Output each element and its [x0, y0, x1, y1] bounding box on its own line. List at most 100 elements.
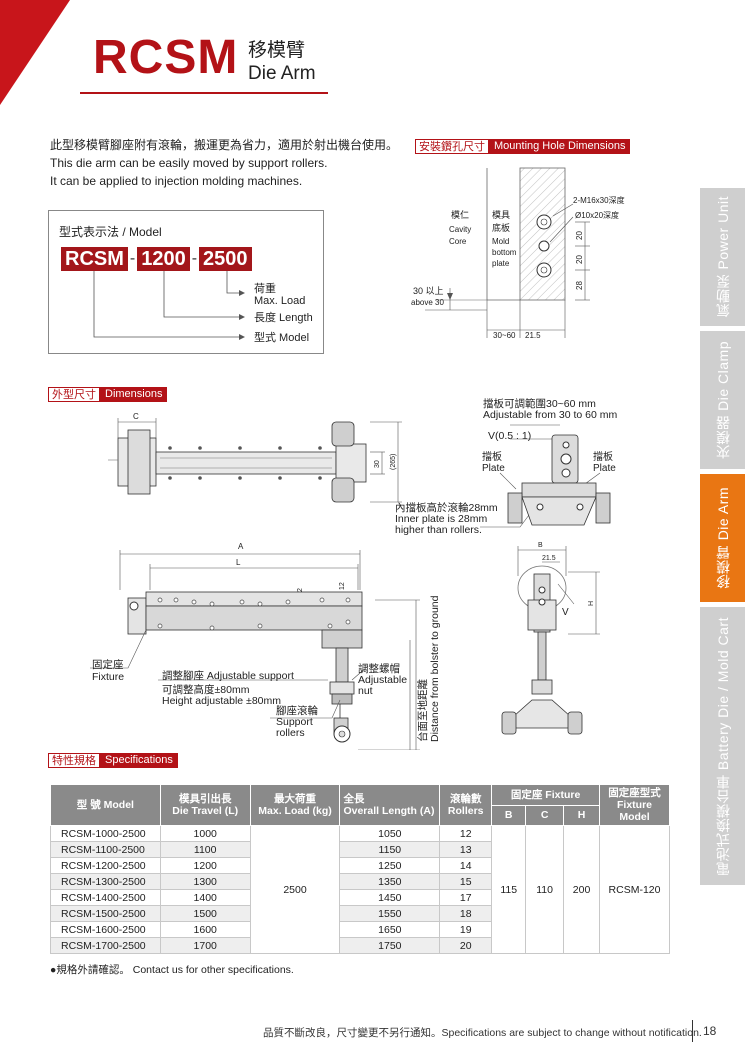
- dim-b: B: [538, 542, 543, 549]
- plate-en2: bottom: [492, 248, 517, 257]
- cell-length: 1450: [339, 889, 441, 906]
- cell-length: 1550: [339, 905, 441, 922]
- tab-die-arm[interactable]: 移模臂 Die Arm: [700, 474, 745, 602]
- cell-rollers: 17: [439, 889, 493, 906]
- cell-length: 1750: [339, 937, 441, 954]
- table-row: RCSM-1000-2500 1000 2500 1050 12 115 110…: [50, 825, 670, 954]
- hole-spec-2: Ø10x20深度: [575, 210, 619, 220]
- cell-length: 1150: [339, 841, 441, 858]
- dim-l: L: [236, 558, 241, 567]
- model-code-box: 型式表示法 / Model RCSM - 1200 - 2500 荷重 Max.…: [48, 210, 324, 354]
- cell-rollers: 15: [439, 873, 493, 890]
- plate-right-label: 擋板 Plate: [593, 452, 616, 474]
- plate-en3: plate: [492, 259, 510, 268]
- dim-h: H: [588, 601, 595, 606]
- col-model: 型 號 Model: [50, 784, 161, 826]
- tab-label: 夾模器 Die Clamp: [714, 341, 731, 459]
- model-code-length: 1200: [137, 247, 190, 271]
- plate-detail-drawing: [480, 424, 611, 528]
- dim-21-5-end: 21.5: [542, 555, 556, 562]
- tab-power-unit[interactable]: 氣動泵 Power Unit: [700, 188, 745, 326]
- cell-rollers: 18: [439, 905, 493, 922]
- mounting-section-label: 安裝鑽孔尺寸 Mounting Hole Dimensions: [415, 139, 631, 154]
- tab-battery-die-cart[interactable]: 電池式換模台車 Battery Die / Mold Cart: [700, 607, 745, 885]
- tab-label: 氣動泵 Power Unit: [714, 196, 731, 318]
- top-view-drawing: C 30 (265): [108, 412, 402, 503]
- roller-en2: rollers: [276, 727, 305, 739]
- nut-en2: nut: [358, 685, 373, 697]
- cell-model: RCSM-1100-2500: [50, 841, 161, 858]
- inner-cn: 內擋板高於滾輪28mm: [395, 502, 498, 514]
- cell-rollers: 20: [439, 937, 493, 954]
- inner-en2: higher than rollers.: [395, 524, 482, 536]
- plate-cn: 模具: [492, 210, 510, 220]
- inner-plate-label: 內擋板高於滾輪28mm Inner plate is 28mm higher t…: [395, 503, 498, 536]
- ground-label: 台面至地距離: [417, 572, 429, 742]
- intro-en-1: This die arm can be easily moved by supp…: [50, 156, 328, 170]
- model-code-series: RCSM: [61, 247, 128, 271]
- table-row: RCSM-1700-2500 1700 1750 20: [50, 937, 670, 954]
- cell-length: 1050: [339, 825, 441, 842]
- title-underline: [80, 92, 328, 94]
- dim-30-top: 30: [374, 460, 381, 468]
- end-view-drawing: B 21.5 H V: [501, 542, 600, 735]
- plate-left-en: Plate: [482, 463, 505, 474]
- specs-label-en: Specifications: [100, 753, 178, 768]
- model-code-sep: -: [191, 250, 198, 267]
- cavity-en1: Cavity: [449, 225, 471, 234]
- cell-rollers: 13: [439, 841, 493, 858]
- cell-travel: 1200: [159, 857, 251, 874]
- dimensions-label-cn: 外型尺寸: [48, 387, 100, 402]
- cell-rollers: 12: [439, 825, 493, 842]
- mounting-label-en: Mounting Hole Dimensions: [489, 139, 631, 154]
- legend-load-cn: 荷重: [254, 283, 276, 295]
- plate-left-label: 擋板 Plate: [482, 452, 505, 474]
- tab-label: 移模臂 Die Arm: [714, 487, 731, 589]
- inner-en1: Inner plate is 28mm: [395, 513, 488, 525]
- dimensions-section-label: 外型尺寸 Dimensions: [48, 387, 168, 402]
- cell-load: 2500: [249, 825, 341, 954]
- cell-c: 110: [525, 825, 565, 954]
- adjustable-range-label: 擋板可調範圍30~60 mm Adjustable from 30 to 60 …: [483, 399, 617, 421]
- page-title-en: Die Arm: [248, 63, 316, 84]
- ground-en: Distance from bolster to ground: [429, 595, 441, 743]
- mounting-label-cn: 安裝鑽孔尺寸: [415, 139, 489, 154]
- fixture-cn: 固定座: [92, 659, 124, 671]
- tab-die-clamp[interactable]: 夾模器 Die Clamp: [700, 331, 745, 469]
- cell-model: RCSM-1600-2500: [50, 921, 161, 938]
- plate-cn2: 底板: [492, 222, 510, 233]
- dim-21-5: 21.5: [525, 331, 541, 340]
- cell-travel: 1700: [159, 937, 251, 954]
- dim-265: (265): [390, 454, 397, 470]
- page-title: RCSM: [93, 31, 239, 84]
- specs-label-cn: 特性規格: [48, 753, 100, 768]
- footer-note: 品質不斷改良，尺寸變更不另行通知。Specifications are subj…: [263, 1027, 702, 1039]
- cell-model: RCSM-1300-2500: [50, 873, 161, 890]
- model-code-sep: -: [129, 250, 136, 267]
- fixture-label: 固定座 Fixture: [92, 659, 124, 683]
- col-b: B: [491, 804, 527, 826]
- cell-travel: 1500: [159, 905, 251, 922]
- col-c: C: [525, 804, 565, 826]
- cavity-cn: 模仁: [451, 209, 469, 220]
- plate-en1: Mold: [492, 237, 509, 246]
- fixture-en: Fixture: [92, 671, 125, 683]
- dim-c: C: [133, 412, 139, 421]
- ground-cn: 台面至地距離: [417, 679, 429, 742]
- nut-label: 調整螺帽 Adjustable nut: [358, 664, 407, 697]
- cell-model: RCSM-1700-2500: [50, 937, 161, 954]
- plate-right-cn: 擋板: [593, 452, 613, 463]
- hole-spec-1: 2-M16x30深度: [573, 195, 625, 205]
- mounting-hole-drawing: 2-M16x30深度 Ø10x20深度 模仁 Cavity Core 模具 底板…: [411, 167, 625, 340]
- cell-length: 1650: [339, 921, 441, 938]
- cell-length: 1350: [339, 873, 441, 890]
- cell-b: 115: [491, 825, 527, 954]
- cell-model: RCSM-1500-2500: [50, 905, 161, 922]
- above-en: above 30: [411, 298, 444, 307]
- cell-travel: 1300: [159, 873, 251, 890]
- dim-v2: 20: [575, 255, 584, 264]
- dim-12: 12: [339, 582, 346, 590]
- ground-label-en: Distance from bolster to ground: [429, 562, 441, 743]
- cell-travel: 1000: [159, 825, 251, 842]
